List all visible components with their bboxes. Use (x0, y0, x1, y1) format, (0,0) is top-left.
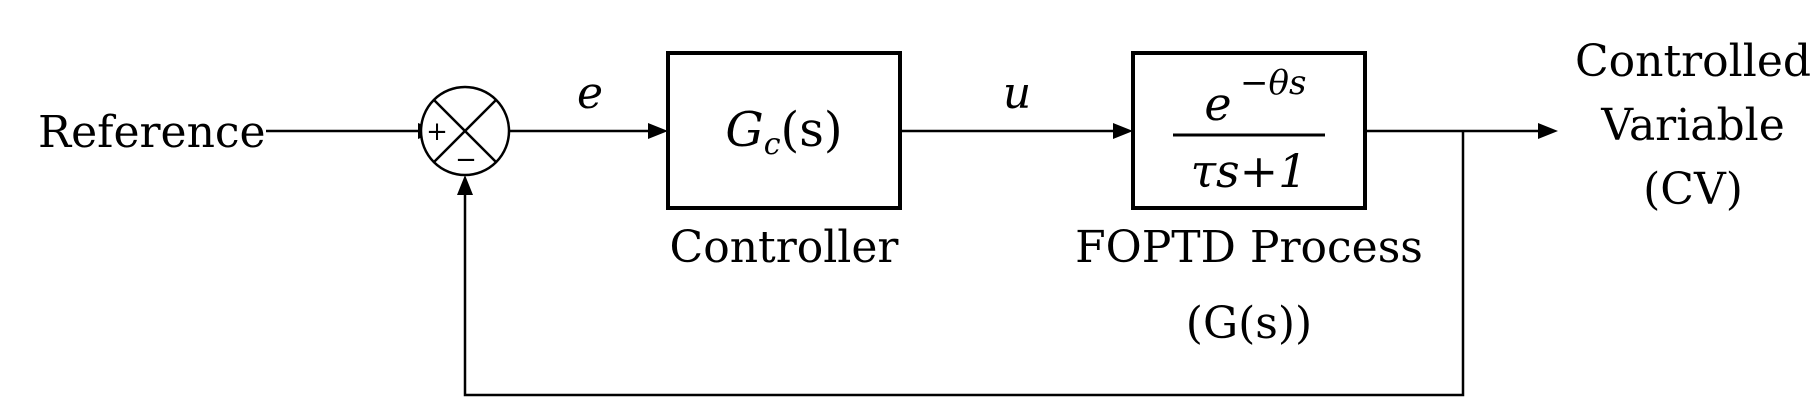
control-signal-label: u (1003, 68, 1031, 119)
output-label-line3: (CV) (1643, 164, 1743, 215)
error-signal-arrowhead (648, 123, 668, 139)
feedback-path (463, 131, 1465, 397)
summing-junction: + − (419, 85, 511, 177)
feedback-arrowhead (457, 175, 473, 195)
process-block (1131, 51, 1367, 210)
process-caption-line2: (G(s)) (1186, 298, 1312, 349)
process-numerator-exponent: −θs (1240, 63, 1306, 103)
control-signal-arrowhead (1113, 123, 1133, 139)
process-numerator: e (1204, 77, 1231, 131)
summer-plus-sign: + (426, 117, 448, 147)
process-denominator: τs+1 (1191, 144, 1308, 198)
controller-block (666, 51, 902, 210)
controller-transfer-function: Gc(s) (725, 102, 842, 162)
error-signal-label: e (577, 68, 603, 119)
output-label-line1: Controlled (1575, 36, 1811, 87)
summer-minus-sign: − (455, 145, 477, 175)
reference-label: Reference (38, 107, 266, 158)
process-caption-line1: FOPTD Process (1075, 222, 1423, 273)
output-signal-arrowhead (1538, 123, 1558, 139)
controller-caption: Controller (670, 222, 900, 273)
output-label-line2: Variable (1600, 100, 1785, 151)
